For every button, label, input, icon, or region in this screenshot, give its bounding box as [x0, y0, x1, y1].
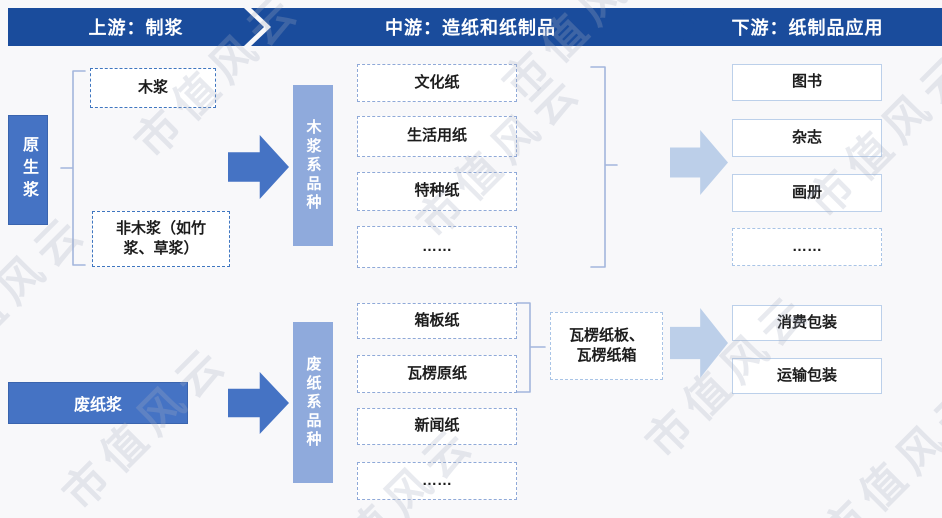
virgin-pulp-box: 原生浆	[8, 115, 48, 225]
stage-banner-downstream-label: 下游：纸制品应用	[731, 18, 884, 38]
magazines-box: 杂志	[732, 119, 882, 157]
corrugating-medium-label: 瓦楞原纸	[406, 364, 467, 382]
transport-packaging-label: 运输包装	[776, 366, 837, 384]
ellipsis-label: ……	[792, 237, 822, 255]
wood-pulp-label: 木浆	[137, 78, 168, 96]
wood-pulp-box: 木浆	[90, 68, 216, 108]
magazines-label: 杂志	[791, 128, 822, 146]
corrugated-board-carton-label: 瓦楞纸板、瓦楞纸箱	[568, 326, 644, 364]
books-label: 图书	[791, 73, 822, 91]
wood-products-ellipsis-box: ……	[357, 226, 517, 268]
virgin-pulp-label: 原生浆	[20, 136, 37, 204]
corrugating-medium-box: 瓦楞原纸	[357, 355, 517, 393]
waste-products-ellipsis-box: ……	[357, 462, 517, 500]
ellipsis-label: ……	[422, 237, 452, 255]
arrow-right-icon	[670, 130, 728, 195]
stage-banner-upstream-label: 上游：制浆	[88, 18, 184, 38]
cultural-paper-box: 文化纸	[357, 64, 517, 102]
newsprint-label: 新闻纸	[414, 417, 460, 435]
wood-pulp-series-label: 木浆系品种	[304, 118, 322, 213]
waste-paper-pulp-box: 废纸浆	[8, 382, 188, 424]
stage-banner-downstream: 下游：纸制品应用	[677, 8, 942, 46]
specialty-paper-label: 特种纸	[414, 182, 460, 200]
albums-label: 画册	[791, 183, 822, 201]
albums-box: 画册	[732, 174, 882, 212]
ellipsis-label: ……	[422, 471, 452, 489]
waste-paper-series-label: 废纸系品种	[304, 355, 322, 450]
stage-banner-upstream: 上游：制浆	[8, 8, 264, 46]
consumer-packaging-box: 消费包装	[732, 305, 882, 341]
books-box: 图书	[732, 64, 882, 101]
brace-wood-products	[590, 66, 618, 268]
specialty-paper-box: 特种纸	[357, 172, 517, 211]
wood-pulp-series-bar: 木浆系品种	[293, 85, 333, 246]
arrow-right-icon	[228, 135, 289, 199]
waste-paper-pulp-label: 废纸浆	[73, 397, 122, 414]
arrow-right-icon	[670, 308, 728, 378]
newsprint-box: 新闻纸	[357, 408, 517, 445]
stage-banner-midstream: 中游：造纸和纸制品	[251, 8, 720, 46]
household-paper-label: 生活用纸	[406, 127, 467, 145]
non-wood-pulp-label: 非木浆（如竹浆、草浆）	[115, 219, 206, 257]
corrugated-board-carton-box: 瓦楞纸板、瓦楞纸箱	[550, 312, 663, 380]
household-paper-box: 生活用纸	[357, 116, 517, 157]
arrow-right-icon	[228, 372, 289, 434]
waste-paper-series-bar: 废纸系品种	[293, 322, 333, 483]
transport-packaging-box: 运输包装	[732, 358, 882, 394]
consumer-packaging-label: 消费包装	[776, 313, 837, 331]
cultural-paper-label: 文化纸	[414, 73, 460, 91]
stage-banner-midstream-label: 中游：造纸和纸制品	[385, 18, 556, 38]
containerboard-label: 箱板纸	[414, 311, 460, 329]
non-wood-pulp-box: 非木浆（如竹浆、草浆）	[92, 211, 230, 267]
containerboard-box: 箱板纸	[357, 303, 517, 339]
apps-ellipsis-box: ……	[732, 228, 882, 266]
brace-corrugated	[516, 302, 546, 393]
brace-virgin-pulp	[60, 70, 86, 266]
